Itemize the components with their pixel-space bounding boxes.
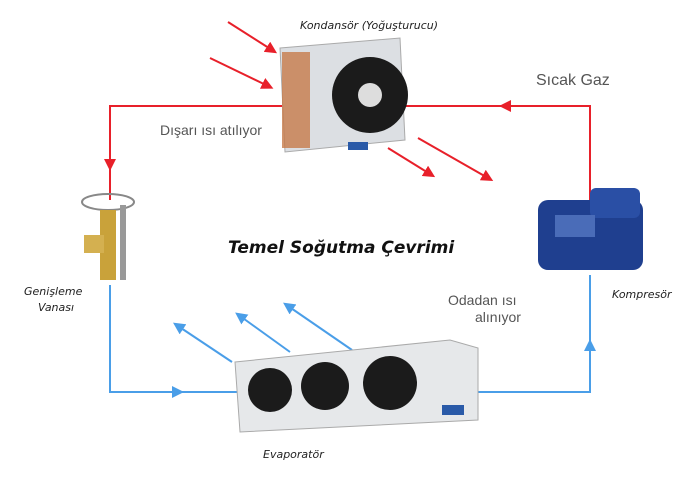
diagram-title: Temel Soğutma Çevrimi	[228, 238, 455, 258]
evaporator-label: Evaporatör	[263, 448, 324, 461]
cold-refrigerant-line	[109, 275, 596, 398]
valve-label-1: Genişleme	[24, 285, 83, 298]
heat-absorbed-label-1: Odadan ısı	[448, 292, 517, 308]
heat-absorbed-label-2: alınıyor	[475, 309, 521, 325]
heat-rejected-label: Dışarı ısı atılıyor	[160, 122, 262, 138]
condenser-label: Kondansör (Yoğuşturucu)	[300, 19, 439, 32]
valve-label-2: Vanası	[38, 301, 75, 314]
compressor-image	[538, 188, 643, 270]
condenser-image	[279, 37, 408, 153]
evaporator-image	[234, 339, 479, 433]
compressor-label: Kompresör	[612, 288, 672, 301]
expansion-valve-image	[81, 193, 135, 280]
hot-gas-label: Sıcak Gaz	[536, 72, 610, 89]
hot-refrigerant-line	[104, 21, 591, 200]
